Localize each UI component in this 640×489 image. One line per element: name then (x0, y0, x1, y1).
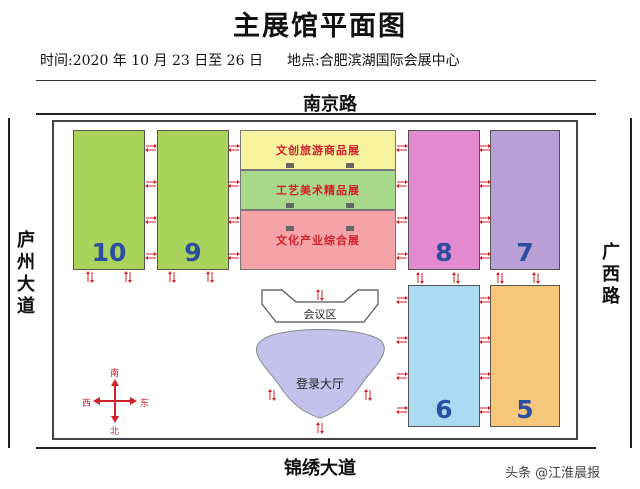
road-north: 南京路 (303, 94, 357, 115)
entrance-arrow (145, 180, 157, 188)
road-west-char: 州 (17, 252, 35, 273)
site-boundary (52, 120, 578, 440)
entrance-arrow (496, 272, 504, 284)
entrance-arrow (268, 389, 276, 401)
road-west: 庐 州 大 道 (15, 230, 37, 318)
compass-south: 北 (110, 427, 120, 437)
hall-number: 5 (516, 395, 534, 424)
meeting-area-label: 会议区 (303, 308, 337, 321)
door-marker (286, 203, 294, 208)
entrance-arrow (168, 271, 176, 283)
entrance-arrow (145, 216, 157, 224)
entrance-arrow (396, 406, 408, 414)
event-location: 地点:合肥滨湖国际会展中心 (286, 53, 460, 69)
registration-hall-label: 登录大厅 (295, 377, 344, 391)
entrance-arrow (396, 372, 408, 380)
road-south-line (36, 447, 596, 449)
compass-west: 西 (82, 399, 92, 409)
zone-cultural-tourism[interactable]: 文创旅游商品展 (240, 130, 396, 170)
door-marker (286, 163, 294, 168)
entrance-arrow (86, 271, 94, 283)
entrance-arrow (416, 272, 424, 284)
hall-8[interactable]: 8 (408, 130, 480, 270)
door-marker (346, 226, 354, 231)
road-west-line (8, 118, 10, 448)
entrance-arrow (479, 216, 491, 224)
subtitle: 时间:2020 年 10 月 23 日至 26 日 地点:合肥滨湖国际会展中心 (40, 50, 600, 70)
registration-hall-shape[interactable] (256, 329, 385, 419)
zone-label: 文化产业综合展 (276, 234, 360, 247)
road-east-char: 西 (602, 264, 620, 285)
road-south: 锦绣大道 (284, 458, 356, 479)
header-divider (36, 80, 596, 81)
road-west-char: 庐 (17, 230, 35, 251)
event-time: 时间:2020 年 10 月 23 日至 26 日 (40, 53, 263, 69)
entrance-arrow (479, 406, 491, 414)
entrance-arrow (396, 252, 408, 260)
entrance-arrow (479, 336, 491, 344)
entrance-arrow (532, 272, 540, 284)
road-east-line (630, 118, 632, 448)
hall-number: 9 (184, 238, 202, 267)
road-east: 广 西 路 (600, 242, 622, 308)
road-west-char: 大 (17, 274, 35, 295)
entrance-arrow (364, 389, 372, 401)
road-east-char: 广 (602, 242, 620, 263)
zone-cultural-industry[interactable]: 文化产业综合展 (240, 210, 396, 270)
entrance-arrow (452, 272, 460, 284)
hall-9[interactable]: 9 (157, 130, 229, 270)
hall-7[interactable]: 7 (490, 130, 560, 270)
page-title: 主展馆平面图 (233, 11, 407, 42)
door-marker (346, 203, 354, 208)
entrance-arrow (206, 271, 214, 283)
hall-10[interactable]: 10 (73, 130, 145, 270)
road-west-char: 道 (17, 296, 35, 317)
entrance-arrow (228, 252, 240, 260)
zone-label: 工艺美术精品展 (276, 184, 360, 197)
entrance-arrow (479, 372, 491, 380)
entrance-arrow (228, 180, 240, 188)
entrance-arrow (479, 144, 491, 152)
entrance-arrow (316, 289, 324, 301)
door-marker (286, 226, 294, 231)
road-north-line (36, 113, 596, 115)
entrance-arrow (124, 271, 132, 283)
entrance-arrow (316, 422, 324, 434)
compass-icon (93, 379, 137, 423)
entrance-arrow (396, 336, 408, 344)
entrance-arrow (479, 252, 491, 260)
zone-label: 文创旅游商品展 (276, 144, 360, 157)
entrance-arrow (396, 180, 408, 188)
entrance-arrow (396, 144, 408, 152)
door-marker (346, 163, 354, 168)
zone-arts-crafts[interactable]: 工艺美术精品展 (240, 170, 396, 210)
compass-east: 东 (140, 399, 150, 409)
entrance-arrow (228, 216, 240, 224)
meeting-area-shape[interactable] (261, 289, 379, 323)
hall-number: 7 (516, 238, 534, 267)
hall-number: 8 (435, 238, 453, 267)
entrance-arrow (145, 144, 157, 152)
hall-number: 10 (91, 238, 127, 267)
entrance-arrow (396, 296, 408, 304)
road-east-char: 路 (602, 286, 620, 307)
entrance-arrow (479, 180, 491, 188)
hall-5[interactable]: 5 (490, 285, 560, 427)
entrance-arrow (479, 296, 491, 304)
hall-number: 6 (435, 395, 453, 424)
watermark: 头条 @江淮晨报 (505, 466, 601, 481)
entrance-arrow (145, 252, 157, 260)
compass-north: 南 (110, 369, 120, 379)
hall-6[interactable]: 6 (408, 285, 480, 427)
entrance-arrow (228, 144, 240, 152)
entrance-arrow (396, 216, 408, 224)
